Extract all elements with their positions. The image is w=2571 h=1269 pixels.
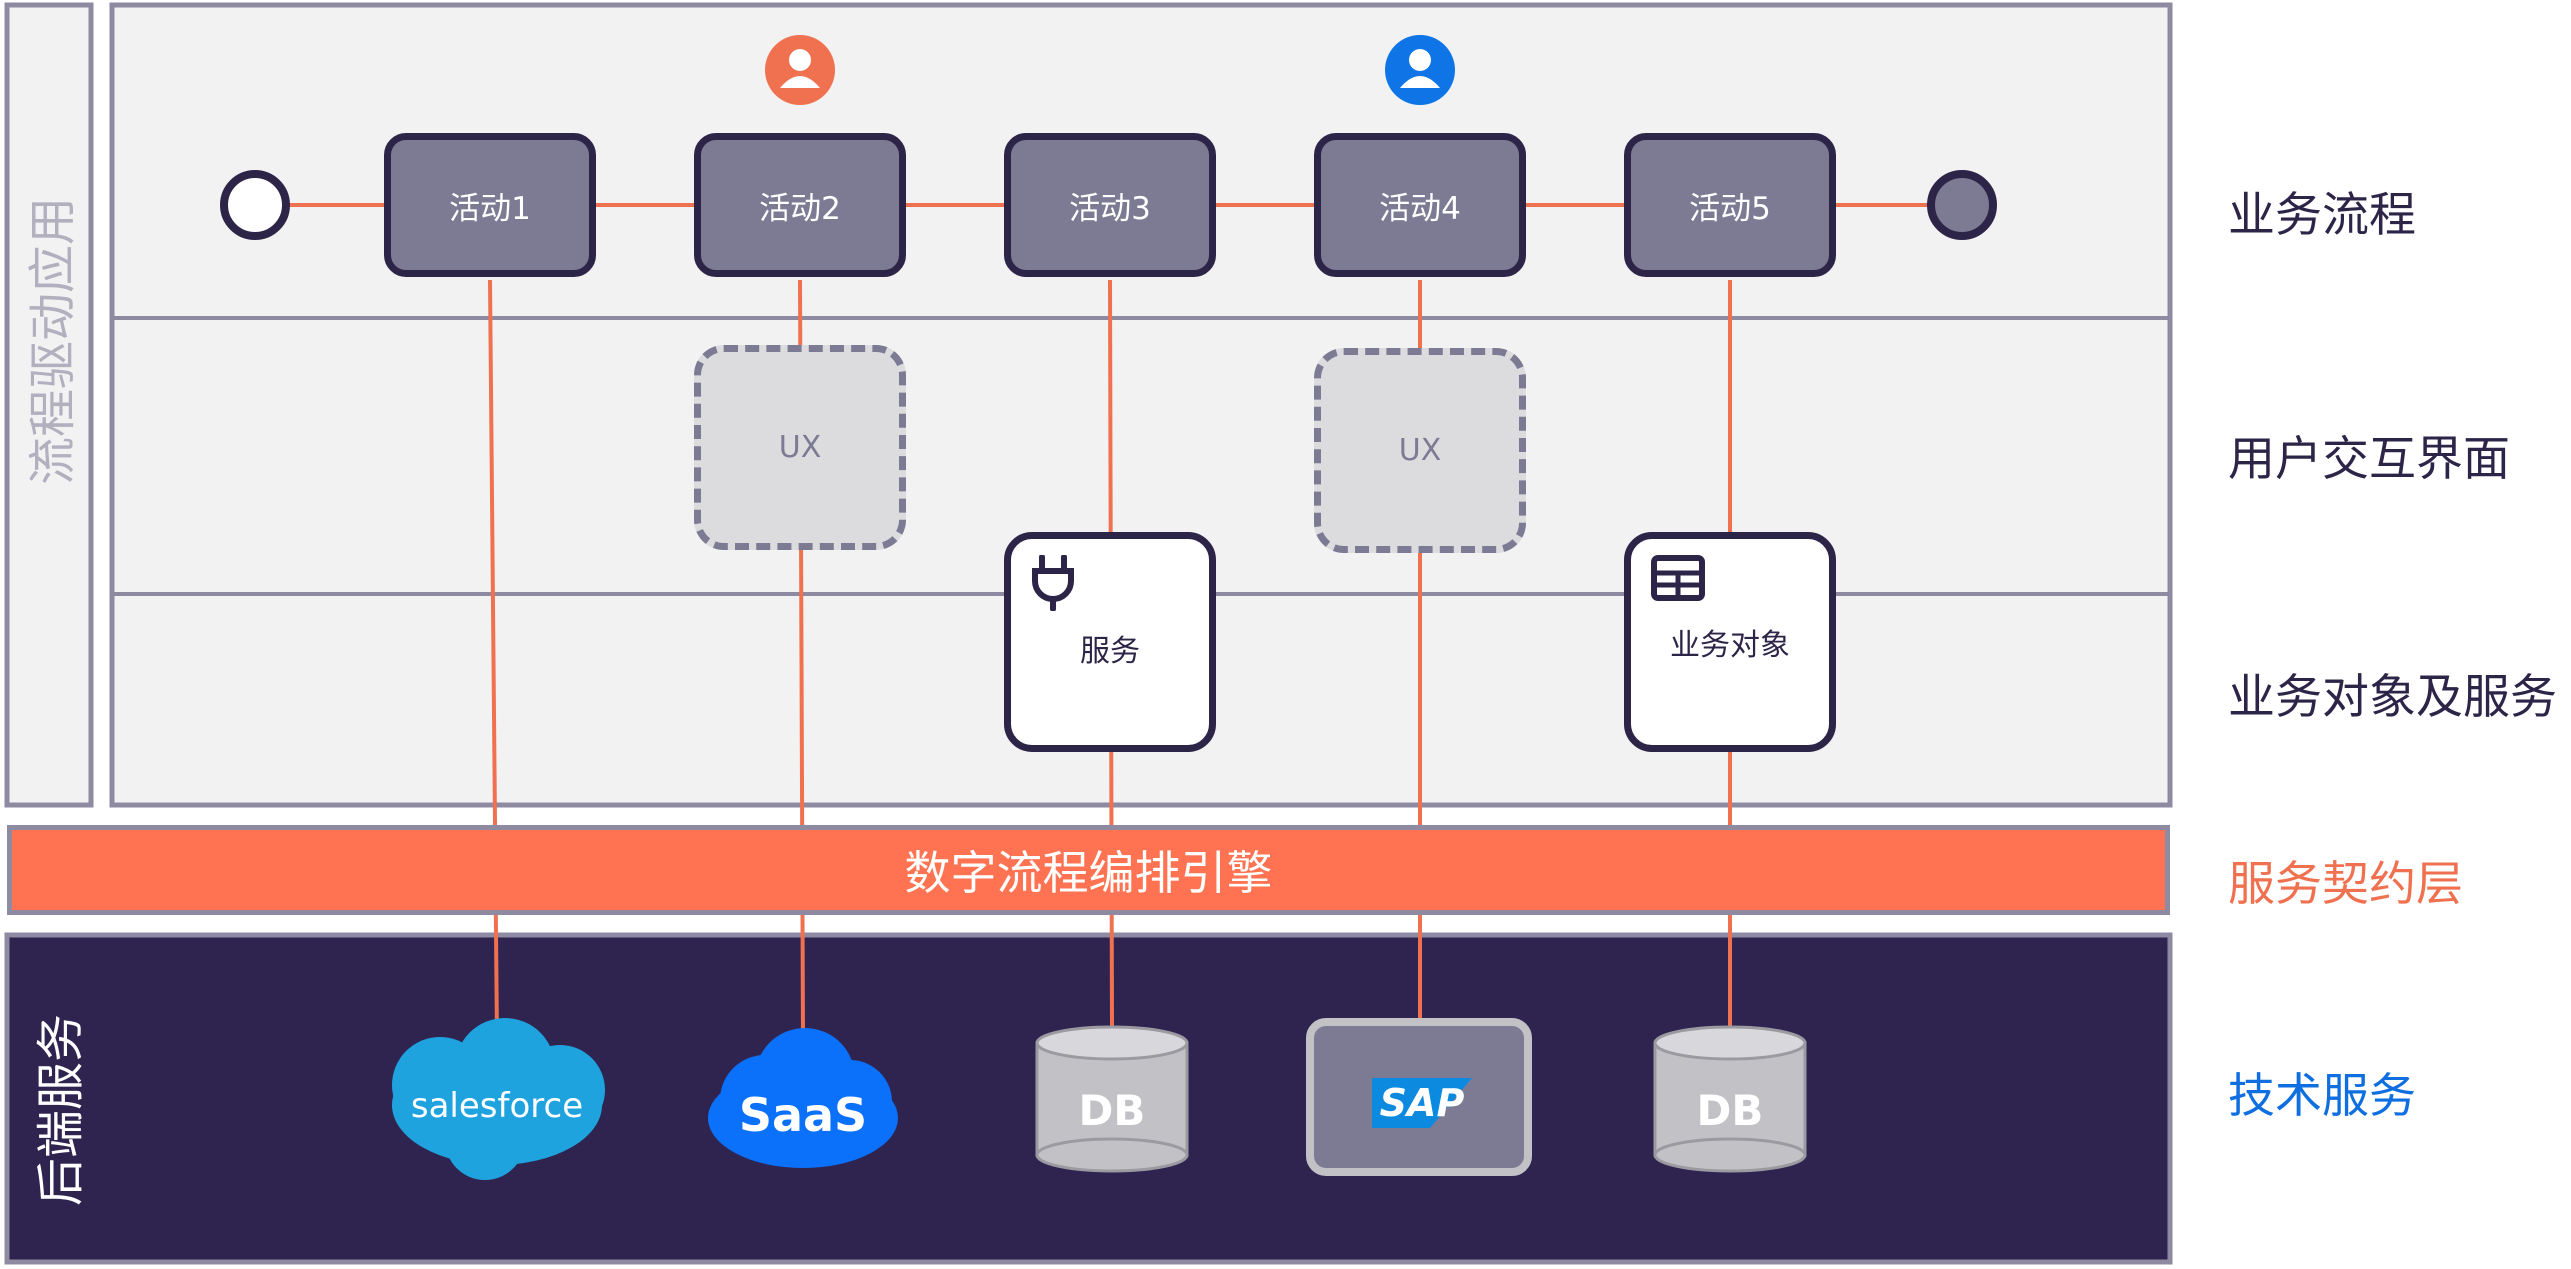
- activity-5[interactable]: 活动5: [1624, 133, 1836, 277]
- row-label-user-interface: 用户交互界面: [2228, 432, 2510, 487]
- activity-3[interactable]: 活动3: [1004, 133, 1216, 277]
- table-grid-icon: [1651, 555, 1705, 601]
- saas-cloud-icon: [708, 1028, 898, 1168]
- activity-2[interactable]: 活动2: [694, 133, 906, 277]
- row-label-contract-layer: 服务契约层: [2228, 857, 2463, 912]
- sap-logo: [1306, 1018, 1532, 1176]
- sap-text: SAP: [1379, 1081, 1465, 1125]
- service-card[interactable]: 服务: [1004, 532, 1216, 752]
- end-event-icon: [1927, 170, 1997, 240]
- user-orange-icon: [765, 35, 835, 105]
- business-object-label: 业务对象: [1670, 628, 1790, 663]
- ux-box-1[interactable]: UX: [694, 345, 906, 550]
- user-blue-icon: [1385, 35, 1455, 105]
- row-label-tech-services: 技术服务: [2228, 1069, 2416, 1124]
- salesforce-text: salesforce: [410, 1086, 584, 1126]
- orchestration-engine-bar[interactable]: 数字流程编排引擎: [7, 825, 2170, 915]
- saas-text: SaaS: [738, 1088, 868, 1142]
- row-label-business-process: 业务流程: [2228, 188, 2416, 243]
- orchestration-label: 数字流程编排引擎: [904, 846, 1273, 900]
- db-cylinder-2-icon: [1653, 1025, 1807, 1173]
- start-event-icon: [220, 170, 290, 240]
- activity-1[interactable]: 活动1: [384, 133, 596, 277]
- activity-4[interactable]: 活动4: [1314, 133, 1526, 277]
- salesforce-label: salesforce: [392, 1078, 602, 1134]
- db-text-2: DB: [1696, 1085, 1764, 1135]
- db-label-1: DB: [1037, 1075, 1187, 1145]
- ux-box-2[interactable]: UX: [1314, 348, 1526, 553]
- sap-label: SAP: [1372, 1078, 1472, 1128]
- db-cylinder-1-icon: [1035, 1025, 1189, 1173]
- plug-icon: [1032, 555, 1074, 611]
- salesforce-logo: [392, 1018, 605, 1180]
- db-text-1: DB: [1078, 1085, 1146, 1135]
- app-side-title: 流程驱动应用: [25, 196, 81, 485]
- row-label-objects-services: 业务对象及服务: [2228, 670, 2557, 725]
- db-label-2: DB: [1655, 1075, 1805, 1145]
- business-object-card[interactable]: 业务对象: [1624, 532, 1836, 752]
- saas-label: SaaS: [708, 1080, 898, 1150]
- backend-side-title: 后端服务: [33, 1014, 89, 1207]
- service-card-label: 服务: [1080, 634, 1140, 669]
- app-title-frame: [4, 2, 94, 808]
